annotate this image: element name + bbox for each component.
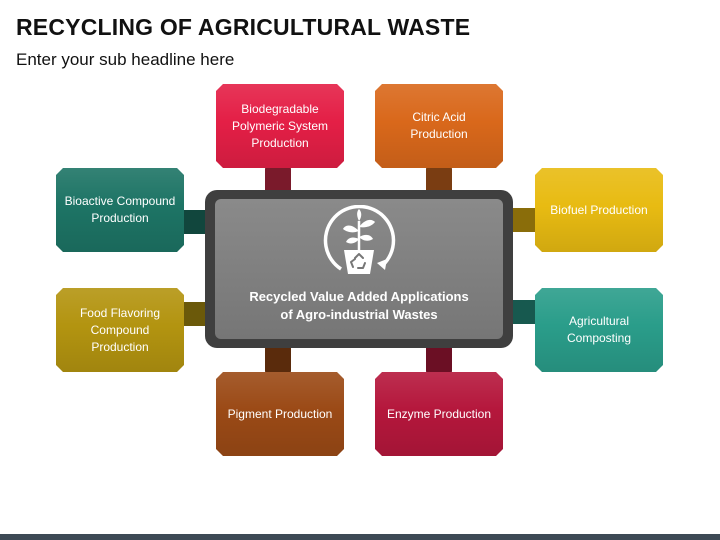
node-food-flavoring: Food Flavoring Compound Production (56, 288, 184, 372)
node-citric-acid-label: Citric Acid Production (410, 110, 468, 141)
footer-bar (0, 534, 720, 540)
page-title: RECYCLING OF AGRICULTURAL WASTE (16, 14, 471, 40)
node-biodegradable: Biodegradable Polymeric System Productio… (216, 84, 344, 168)
node-biofuel: Biofuel Production (535, 168, 663, 252)
page-subtitle: Enter your sub headline here (16, 50, 235, 69)
node-food-flavoring-label: Food Flavoring Compound Production (79, 305, 161, 354)
node-composting-label: Agricultural Composting (566, 314, 632, 345)
node-citric-acid: Citric Acid Production (375, 84, 503, 168)
node-pigment-label: Pigment Production (227, 406, 333, 421)
node-bioactive-label: Bioactive Compound Production (64, 194, 176, 225)
recycle-plant-icon (321, 204, 397, 281)
node-biofuel-label: Biofuel Production (550, 202, 648, 217)
center-title-line2: of Agro-industrial Wastes (280, 307, 438, 322)
node-biodegradable-label: Biodegradable Polymeric System Productio… (231, 101, 329, 150)
node-pigment: Pigment Production (216, 372, 344, 456)
node-enzyme: Enzyme Production (375, 372, 503, 456)
node-bioactive: Bioactive Compound Production (56, 168, 184, 252)
center-title-line1: Recycled Value Added Applications (249, 289, 469, 304)
node-composting: Agricultural Composting (535, 288, 663, 372)
node-enzyme-label: Enzyme Production (386, 406, 492, 421)
center-title: Recycled Value Added Applications of Agr… (215, 288, 503, 324)
